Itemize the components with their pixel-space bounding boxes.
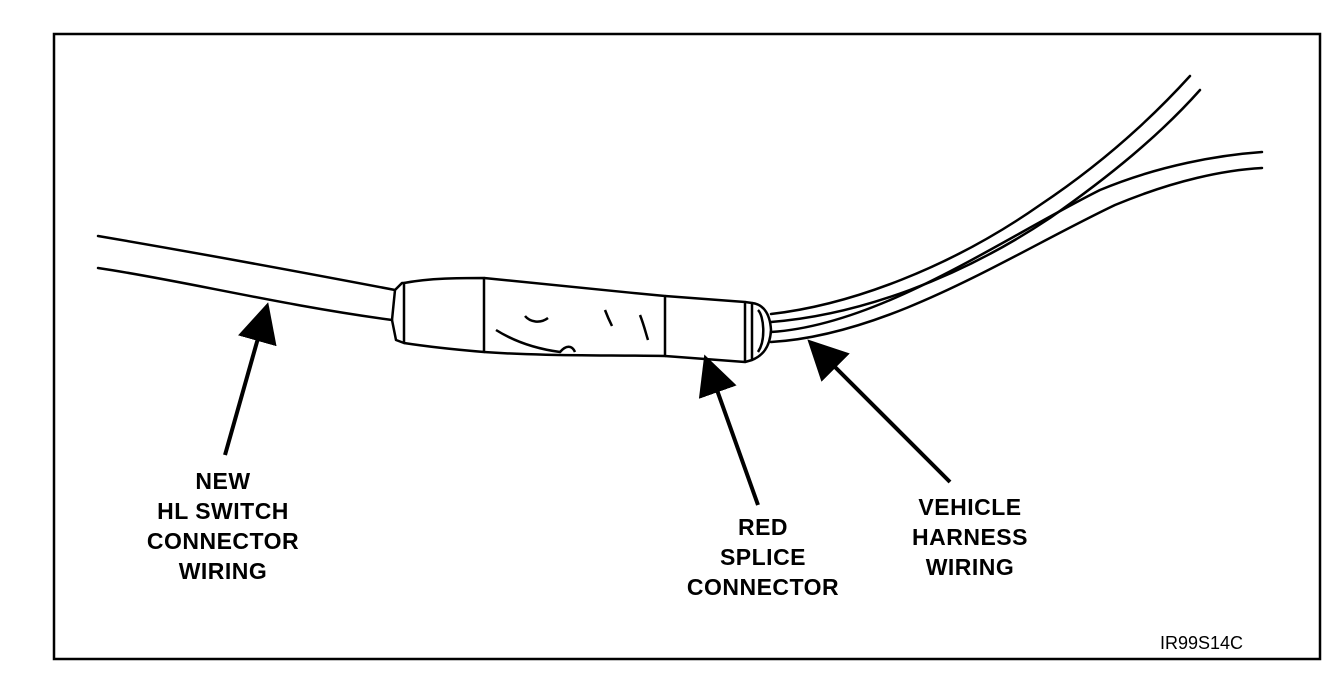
label-red-splice-connector: RED SPLICE CONNECTOR — [686, 514, 840, 600]
label-new-hl-switch-connector-wiring: NEW HL SWITCH CONNECTOR WIRING — [146, 468, 300, 584]
arrow-vehicle-harness — [807, 339, 952, 484]
arrow-new-hl-switch — [223, 302, 277, 456]
new-hl-switch-wire — [96, 234, 397, 322]
figure-frame — [52, 32, 1322, 661]
red-splice-connector — [390, 276, 773, 364]
vehicle-harness-wires — [769, 74, 1264, 344]
figure-code: IR99S14C — [1160, 633, 1244, 653]
label-vehicle-harness-wiring: VEHICLE HARNESS WIRING — [912, 494, 1028, 580]
arrow-red-splice — [698, 354, 760, 506]
